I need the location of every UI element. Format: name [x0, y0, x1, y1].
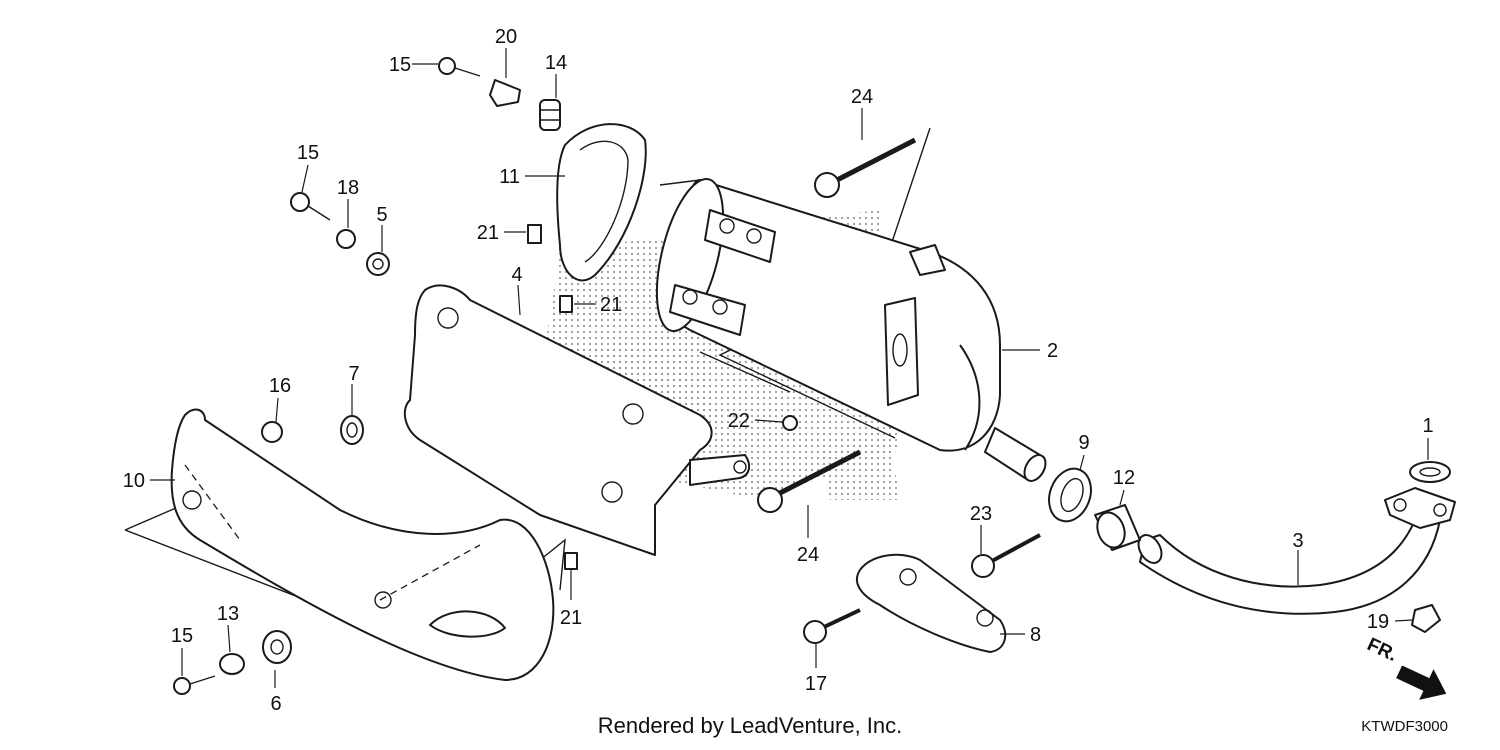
callout-6[interactable]: 6: [270, 693, 281, 715]
callout-13[interactable]: 13: [217, 603, 239, 625]
callout-18[interactable]: 18: [337, 177, 359, 199]
callout-24a[interactable]: 24: [851, 86, 873, 108]
callout-19[interactable]: 19: [1367, 611, 1389, 633]
callout-20[interactable]: 20: [495, 26, 517, 48]
front-direction-label: FR.: [1364, 634, 1401, 666]
callout-24b[interactable]: 24: [797, 544, 819, 566]
callout-8[interactable]: 8: [1030, 624, 1041, 646]
callout-12[interactable]: 12: [1113, 467, 1135, 489]
callout-14[interactable]: 14: [545, 52, 567, 74]
callout-17[interactable]: 17: [805, 673, 827, 695]
callout-21c[interactable]: 21: [560, 607, 582, 629]
exhaust-pipe: [1137, 487, 1456, 615]
front-direction-indicator: FR.: [1364, 634, 1447, 700]
diagram-code: KTWDF3000: [1361, 718, 1448, 735]
muffler-body: [655, 178, 1047, 482]
callout-2[interactable]: 2: [1047, 340, 1058, 362]
callout-23[interactable]: 23: [970, 503, 992, 525]
muffler-lower-cover: [170, 408, 555, 681]
callout-10[interactable]: 10: [123, 470, 145, 492]
callout-5[interactable]: 5: [376, 204, 387, 226]
callout-15c[interactable]: 15: [171, 625, 193, 647]
callout-9[interactable]: 9: [1078, 432, 1089, 454]
callout-1[interactable]: 1: [1422, 415, 1433, 437]
callout-21a[interactable]: 21: [477, 222, 499, 244]
callout-7[interactable]: 7: [348, 363, 359, 385]
heat-protector: [403, 284, 751, 556]
callout-4[interactable]: 4: [511, 264, 522, 286]
callouts: 1 2 3 4 5 6 7 8 9 10 11 12 13 14 15 15 1…: [123, 26, 1434, 715]
callout-22[interactable]: 22: [728, 410, 750, 432]
callout-21b[interactable]: 21: [600, 294, 622, 316]
front-arrow-icon: [1396, 665, 1447, 700]
callout-11[interactable]: 11: [499, 166, 520, 188]
hardware: [173, 57, 1451, 695]
callout-3[interactable]: 3: [1292, 530, 1303, 552]
callout-15b[interactable]: 15: [297, 142, 319, 164]
callout-15a[interactable]: 15: [389, 54, 411, 76]
credit-text: Rendered by LeadVenture, Inc.: [598, 713, 903, 738]
callout-16[interactable]: 16: [269, 375, 291, 397]
pipe-protector: [855, 553, 1007, 653]
muffler-end-cover: [556, 123, 647, 282]
leader-lines: [150, 48, 1429, 688]
